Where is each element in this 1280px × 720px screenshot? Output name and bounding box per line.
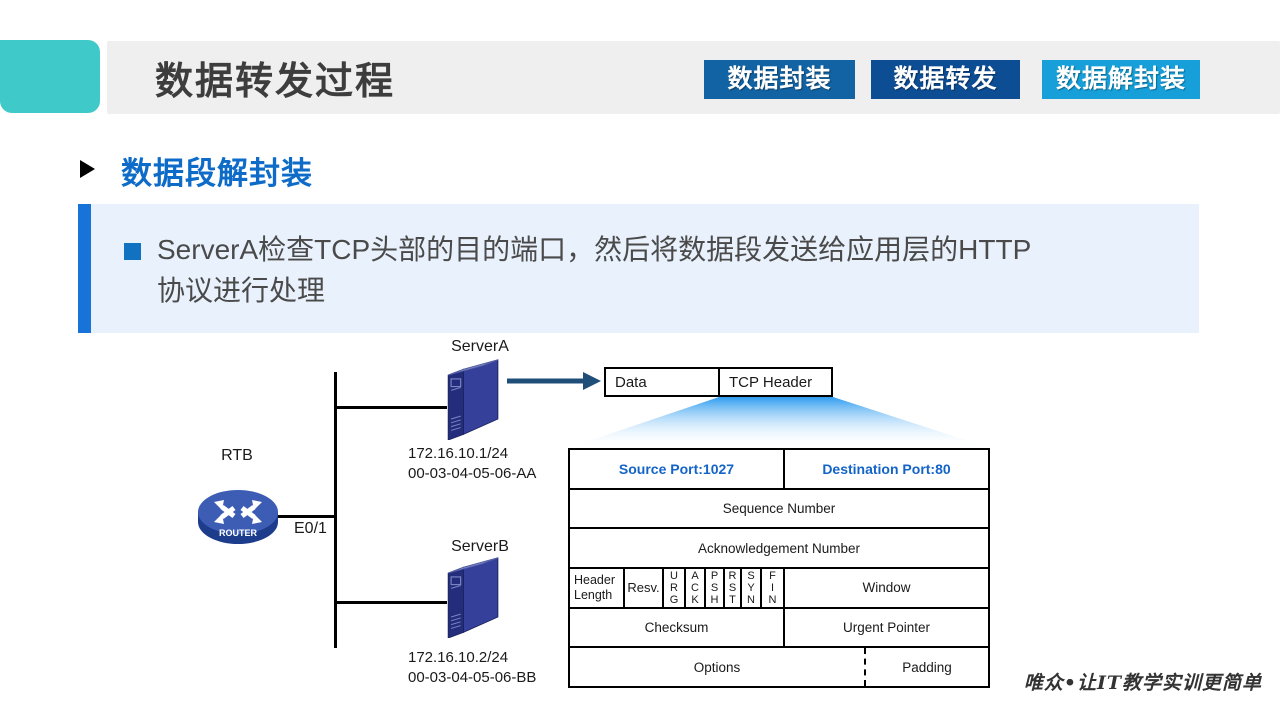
ack-flag-cell: A C K xyxy=(684,569,704,607)
triangle-bullet-icon xyxy=(80,160,95,178)
source-port-cell: Source Port:1027 xyxy=(618,460,735,477)
resv-cell: Resv. xyxy=(623,569,662,607)
table-row-flags: Header Length Resv. U R G A C K P S H R … xyxy=(570,567,988,607)
table-row-checksum: Checksum Urgent Pointer xyxy=(570,606,988,647)
rst-flag-cell: R S T xyxy=(723,569,740,607)
nav-button-decapsulation[interactable]: 数据解封装 xyxy=(1042,60,1200,99)
ack-number-cell: Acknowledgement Number xyxy=(697,540,861,556)
servera-ip: 172.16.10.1/24 xyxy=(408,445,509,462)
packet-tcp-header-box: TCP Header xyxy=(718,367,833,397)
header-length-cell: Header Length xyxy=(574,572,615,602)
brand-watermark: 唯众•让IT教学实训更简单 xyxy=(1023,672,1262,694)
flow-arrow-icon xyxy=(507,372,601,390)
dest-port-cell: Destination Port:80 xyxy=(783,450,988,488)
square-bullet-icon xyxy=(124,243,141,260)
psh-flag-cell: P S H xyxy=(704,569,723,607)
server-a-icon xyxy=(447,359,499,440)
padding-cell: Padding xyxy=(864,648,988,687)
checksum-cell: Checksum xyxy=(644,620,709,636)
network-bus-line xyxy=(334,372,337,648)
table-row-ports: Source Port:1027 Destination Port:80 xyxy=(570,450,988,488)
link-router xyxy=(277,515,335,518)
tcp-header-table: Source Port:1027 Destination Port:80 Seq… xyxy=(568,448,990,688)
link-servera xyxy=(335,406,447,409)
urgent-pointer-cell: Urgent Pointer xyxy=(783,608,988,647)
accent-block xyxy=(0,40,100,113)
table-row-options: Options Padding xyxy=(570,646,988,687)
callout-box xyxy=(91,204,1199,333)
serverb-label: ServerB xyxy=(451,538,509,555)
sequence-number-cell: Sequence Number xyxy=(722,501,836,516)
table-row-ack: Acknowledgement Number xyxy=(570,527,988,567)
server-b-icon xyxy=(447,557,499,638)
nav-button-forwarding[interactable]: 数据转发 xyxy=(871,60,1020,99)
window-cell: Window xyxy=(783,569,988,607)
servera-mac: 00-03-04-05-06-AA xyxy=(408,465,537,482)
serverb-mac: 00-03-04-05-06-BB xyxy=(408,669,537,686)
packet-data-box: Data xyxy=(604,367,720,397)
options-cell: Options xyxy=(693,659,741,675)
syn-flag-cell: S Y N xyxy=(740,569,760,607)
router-device-label: ROUTER xyxy=(219,528,258,538)
section-heading: 数据段解封装 xyxy=(121,156,313,191)
router-label: RTB xyxy=(221,447,253,464)
fin-flag-cell: F I N xyxy=(760,569,783,607)
link-serverb xyxy=(335,601,447,604)
serverb-ip: 172.16.10.2/24 xyxy=(408,649,509,666)
servera-label: ServerA xyxy=(451,338,509,355)
zoom-funnel-shape xyxy=(568,397,990,448)
table-row-sequence: Sequence Number xyxy=(570,487,988,528)
router-icon: ROUTER xyxy=(198,490,278,544)
router-interface-label: E0/1 xyxy=(294,520,327,537)
nav-button-encapsulation[interactable]: 数据封装 xyxy=(704,60,855,99)
urg-flag-cell: U R G xyxy=(662,569,684,607)
callout-accent-bar xyxy=(78,204,91,333)
page-title: 数据转发过程 xyxy=(155,61,396,103)
callout-text: ServerA检查TCP头部的目的端口，然后将数据段发送给应用层的HTTP 协议… xyxy=(157,234,1032,306)
